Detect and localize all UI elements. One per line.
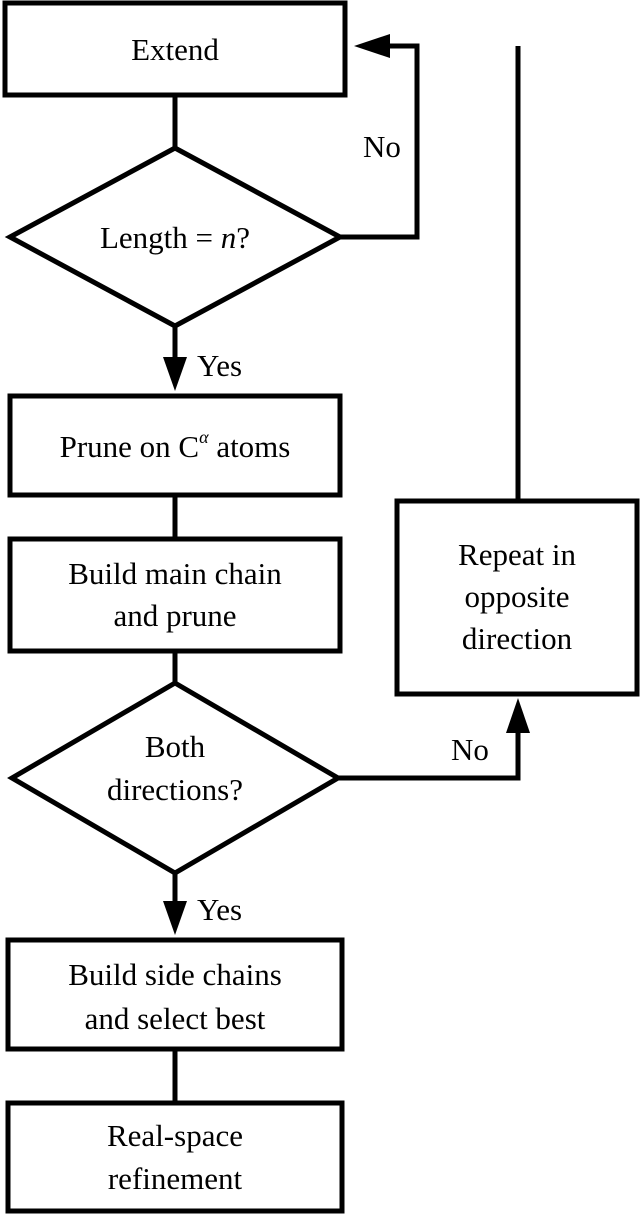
node-refinement-line1: Real-space	[107, 1118, 243, 1153]
node-build-main-line2: and prune	[113, 598, 236, 633]
decision-both-line1: Both	[145, 729, 206, 764]
node-refinement: Real-space refinement	[5, 1100, 345, 1214]
connectors	[163, 34, 530, 1103]
node-build-side-line2: and select best	[85, 1001, 266, 1036]
node-build-main: Build main chain and prune	[7, 536, 343, 654]
decision-both-line2: directions?	[107, 772, 243, 807]
node-prune-ca-label: Prune on Cα atoms	[60, 427, 291, 464]
node-repeat-line2: opposite	[464, 579, 569, 614]
edge-label-length-yes: Yes	[197, 348, 242, 383]
node-refinement-line2: refinement	[108, 1161, 243, 1196]
arrowhead-no-to-repeat	[506, 698, 530, 733]
edge-label-length-no: No	[363, 129, 401, 164]
node-prune-ca: Prune on Cα atoms	[7, 393, 343, 498]
decision-length-label: Length = n?	[100, 220, 250, 255]
node-repeat-opposite: Repeat in opposite direction	[394, 498, 640, 697]
edge-label-both-no: No	[451, 732, 489, 767]
node-build-main-line1: Build main chain	[68, 556, 282, 591]
node-repeat-line3: direction	[462, 621, 573, 656]
connector-length-no-loop	[340, 43, 420, 240]
decision-both: Both directions?	[7, 680, 343, 876]
edge-label-both-yes: Yes	[197, 892, 242, 927]
node-build-side: Build side chains and select best	[5, 937, 345, 1052]
arrowhead-no-to-extend	[354, 34, 390, 58]
node-extend: Extend	[2, 0, 348, 98]
arrowhead-yes-to-build-side	[163, 901, 187, 935]
decision-length: Length = n?	[4, 145, 346, 329]
node-build-side-line1: Build side chains	[68, 957, 282, 992]
node-extend-label: Extend	[131, 32, 219, 67]
arrowhead-yes-to-prune	[163, 357, 187, 391]
connector-both-no-to-repeat	[338, 733, 521, 781]
node-repeat-line1: Repeat in	[458, 537, 576, 572]
